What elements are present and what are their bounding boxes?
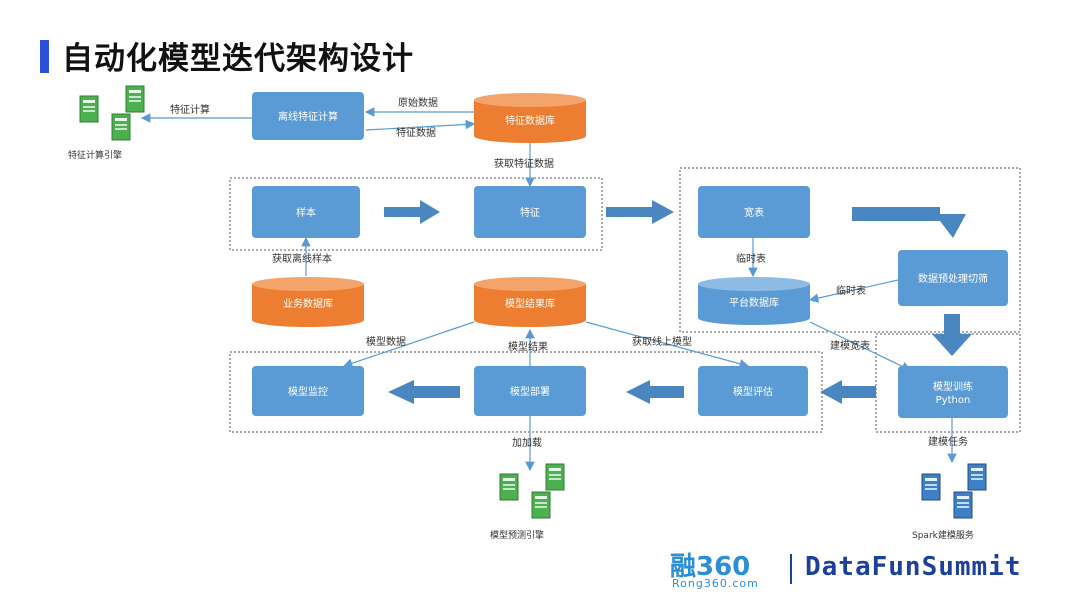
db-business: 业务数据库 xyxy=(252,277,364,327)
rong360-url: Rong360.com xyxy=(672,577,759,590)
caption-feature-engine: 特征计算引擎 xyxy=(68,149,122,161)
server-spark-service-icon xyxy=(921,463,987,519)
edge-get-online-model xyxy=(585,321,750,369)
svg-text:业务数据库: 业务数据库 xyxy=(283,297,333,310)
slide-title: 自动化模型迭代架构设计 xyxy=(62,41,414,77)
db-feature: 特征数据库 xyxy=(474,93,586,143)
svg-text:模型评估: 模型评估 xyxy=(733,385,773,398)
svg-text:模型监控: 模型监控 xyxy=(288,385,328,398)
block-arrow-wide-to-preprocess xyxy=(852,207,966,238)
node-model-deploy: 模型部署 xyxy=(474,366,586,416)
node-model-monitor: 模型监控 xyxy=(252,366,364,416)
title-accent-bar xyxy=(40,40,49,73)
label-modeling-wide-table: 建模宽表 xyxy=(830,339,870,352)
node-preprocess: 数据预处理切筛 xyxy=(898,250,1008,306)
db-model-result: 模型结果库 xyxy=(474,277,586,327)
label-model-data: 模型数据 xyxy=(366,335,406,348)
svg-text:模型部署: 模型部署 xyxy=(510,385,550,398)
label-model-result: 模型结果 xyxy=(508,340,548,353)
svg-text:数据预处理切筛: 数据预处理切筛 xyxy=(918,272,988,285)
label-load: 加加载 xyxy=(512,437,542,449)
db-platform: 平台数据库 xyxy=(698,277,810,325)
svg-text:平台数据库: 平台数据库 xyxy=(729,296,779,309)
block-arrow-sample-to-feature xyxy=(384,200,440,224)
datafun-logo: DataFunSummit xyxy=(805,552,1022,582)
svg-text:模型结果库: 模型结果库 xyxy=(505,297,555,310)
svg-text:特征数据库: 特征数据库 xyxy=(505,114,555,127)
node-offline-feature-calc: 离线特征计算 xyxy=(252,92,364,140)
label-modeling-task: 建模任务 xyxy=(928,435,968,448)
server-feature-engine-icon xyxy=(79,85,145,141)
edge-model-data xyxy=(342,321,475,368)
edge-feature-data xyxy=(365,119,476,131)
server-predict-engine-icon xyxy=(499,463,565,519)
node-sample: 样本 xyxy=(252,186,360,238)
group-wide-table xyxy=(679,167,1021,333)
node-wide-table: 宽表 xyxy=(698,186,810,238)
edge-modeling-wide-table xyxy=(809,321,912,371)
label-raw-data: 原始数据 xyxy=(398,96,438,109)
edge-temp-table-2 xyxy=(808,279,899,303)
node-model-eval: 模型评估 xyxy=(698,366,808,416)
label-get-offline-sample: 获取离线样本 xyxy=(272,252,332,265)
block-arrow-feature-to-wide xyxy=(606,200,674,224)
label-temp-table-2: 临时表 xyxy=(836,284,866,297)
block-arrow-train-to-eval xyxy=(820,380,876,404)
rong360-logo: 融360 xyxy=(670,552,751,582)
label-temp-table: 临时表 xyxy=(736,252,766,265)
block-arrow-deploy-to-monitor xyxy=(388,380,460,404)
label-get-feature-data: 获取特征数据 xyxy=(494,157,554,170)
logo-separator xyxy=(790,554,792,584)
group-sample-feature xyxy=(229,177,603,251)
svg-text:样本: 样本 xyxy=(296,206,316,219)
caption-predict-engine: 模型预测引擎 xyxy=(490,529,544,541)
svg-text:特征: 特征 xyxy=(520,207,540,219)
svg-text:Python: Python xyxy=(936,395,971,406)
label-feature-data: 特征数据 xyxy=(396,126,436,139)
label-feature-compute: 特征计算 xyxy=(170,103,210,116)
svg-text:宽表: 宽表 xyxy=(744,206,764,219)
block-arrow-eval-to-deploy xyxy=(626,380,684,404)
label-get-online-model: 获取线上模型 xyxy=(632,335,692,348)
node-model-train: 模型训练 Python xyxy=(898,366,1008,418)
caption-spark-service: Spark建模服务 xyxy=(912,529,974,541)
svg-text:离线特征计算: 离线特征计算 xyxy=(278,110,338,123)
node-feature: 特征 xyxy=(474,186,586,238)
block-arrow-preprocess-to-train xyxy=(932,314,972,356)
svg-text:模型训练: 模型训练 xyxy=(933,380,973,393)
